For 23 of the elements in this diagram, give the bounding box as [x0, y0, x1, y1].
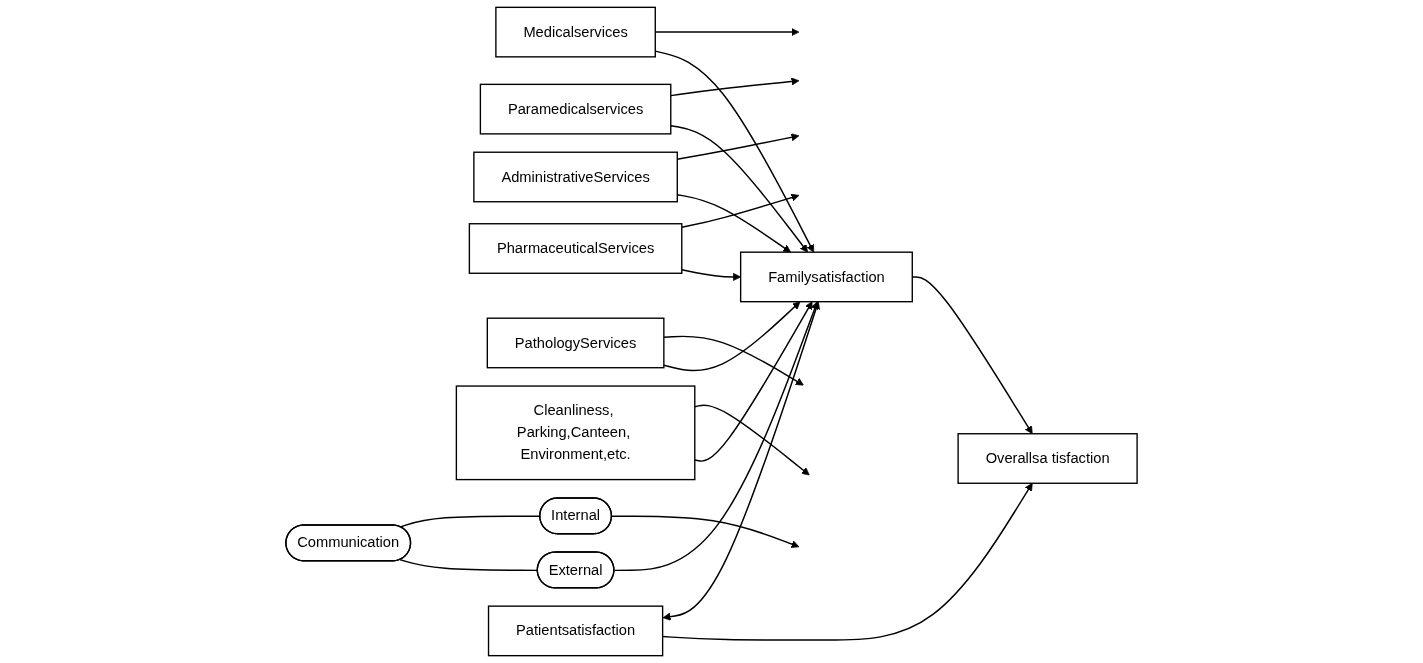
process-box: PharmaceuticalServices	[468, 223, 683, 274]
process-box: Familysatisfaction	[739, 251, 913, 303]
process-box: Patientsatisfaction	[487, 605, 664, 657]
arrow	[694, 301, 813, 462]
arrow	[694, 404, 810, 476]
arrow	[663, 335, 804, 386]
arrow	[611, 515, 800, 548]
process-box: Paramedicalservices	[479, 83, 672, 135]
oval-node: Internal	[539, 497, 613, 535]
process-box: AdministrativeServices	[473, 151, 678, 203]
arrow	[663, 301, 801, 372]
arrow	[681, 193, 800, 228]
process-box: Overallsa tisfaction	[957, 433, 1138, 484]
arrow	[613, 301, 819, 572]
arrow	[662, 301, 820, 621]
oval-node: Communication	[285, 524, 412, 562]
oval-node: External	[536, 551, 615, 589]
process-box: PathologyServices	[486, 317, 665, 369]
arrow	[681, 269, 741, 281]
process-box: Medicalservices	[495, 6, 656, 58]
arrow	[670, 124, 808, 253]
process-box: Cleanliness, Parking,Canteen, Environment,etc.	[455, 385, 696, 481]
arrow	[670, 77, 800, 97]
